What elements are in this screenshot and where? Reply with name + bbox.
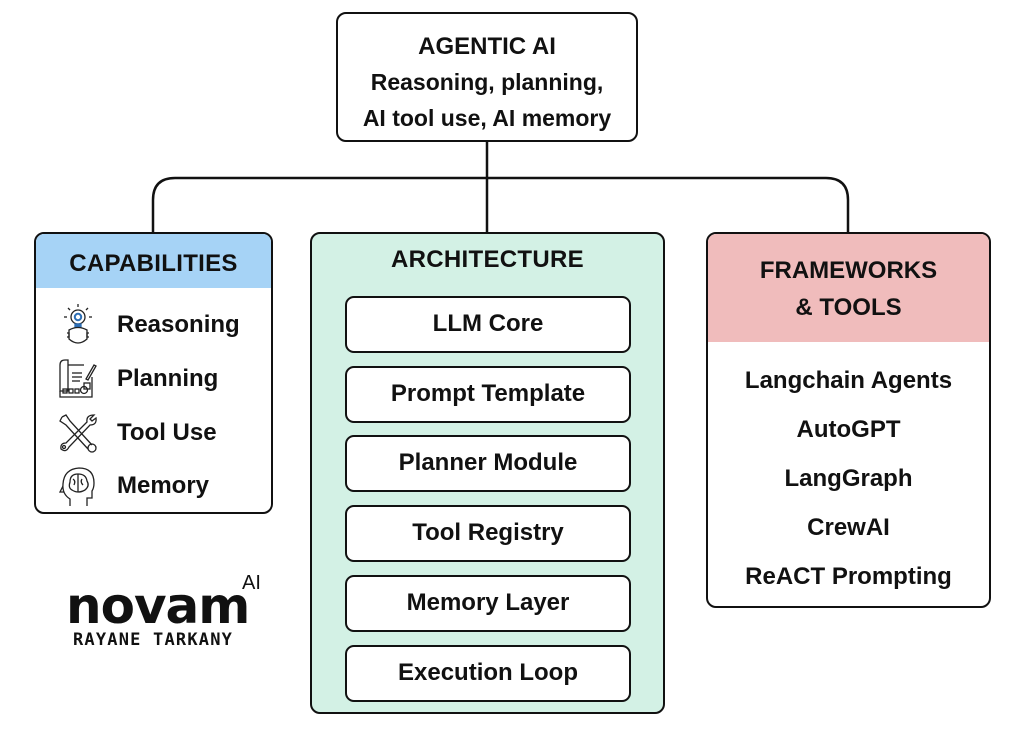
head-brain-icon bbox=[58, 467, 95, 506]
capabilities-header: CAPABILITIES bbox=[36, 234, 271, 288]
framework-item: LangGraph bbox=[784, 465, 913, 492]
capability-item-tool-use: Tool Use bbox=[56, 410, 217, 456]
architecture-panel: ARCHITECTURE LLM Core Prompt Template Pl… bbox=[310, 232, 665, 714]
frameworks-title-line2: & TOOLS bbox=[795, 294, 902, 321]
capability-label: Reasoning bbox=[117, 311, 240, 338]
arch-item-tool-registry: Tool Registry bbox=[345, 505, 631, 562]
frameworks-title-line1: FRAMEWORKS bbox=[759, 257, 938, 284]
branch-line bbox=[151, 176, 850, 232]
frameworks-header: FRAMEWORKS & TOOLS bbox=[708, 234, 989, 342]
arch-item-prompt-template: Prompt Template bbox=[345, 366, 631, 423]
blueprint-pencil-icon bbox=[59, 359, 97, 398]
capability-item-reasoning: Reasoning bbox=[56, 302, 240, 348]
arch-item-memory-layer: Memory Layer bbox=[345, 575, 631, 632]
root-subtitle-line1: Reasoning, planning, bbox=[370, 69, 604, 95]
framework-item: AutoGPT bbox=[796, 416, 901, 443]
crossed-wrenches-icon bbox=[59, 414, 97, 453]
arch-item-planner-module: Planner Module bbox=[345, 435, 631, 492]
capability-label: Planning bbox=[117, 365, 219, 392]
arch-item-execution-loop: Execution Loop bbox=[345, 645, 631, 702]
frameworks-panel: FRAMEWORKS & TOOLS Langchain Agents Auto… bbox=[706, 232, 991, 608]
logo-author-name: RAYANE TARKANY bbox=[73, 630, 234, 650]
capabilities-panel: CAPABILITIES Reasoning Planning bbox=[34, 232, 273, 514]
framework-item: ReACT Prompting bbox=[745, 563, 952, 590]
framework-item: CrewAI bbox=[807, 514, 890, 541]
capability-label: Memory bbox=[117, 472, 210, 499]
arch-item-llm-core: LLM Core bbox=[345, 296, 631, 353]
framework-item: Langchain Agents bbox=[744, 367, 953, 394]
root-subtitle-line2: AI tool use, AI memory bbox=[362, 105, 612, 131]
root-title: AGENTIC AI bbox=[418, 33, 556, 60]
capability-item-planning: Planning bbox=[56, 356, 218, 402]
capability-label: Tool Use bbox=[117, 419, 217, 446]
capability-item-memory: Memory bbox=[56, 463, 209, 509]
architecture-header: ARCHITECTURE bbox=[391, 246, 584, 273]
root-node-agentic-ai: AGENTIC AI Reasoning, planning, AI tool … bbox=[336, 12, 638, 142]
logo-wordmark: novam bbox=[66, 577, 250, 635]
robot-idea-icon bbox=[64, 304, 92, 344]
logo-ai-suffix: AI bbox=[242, 572, 261, 594]
